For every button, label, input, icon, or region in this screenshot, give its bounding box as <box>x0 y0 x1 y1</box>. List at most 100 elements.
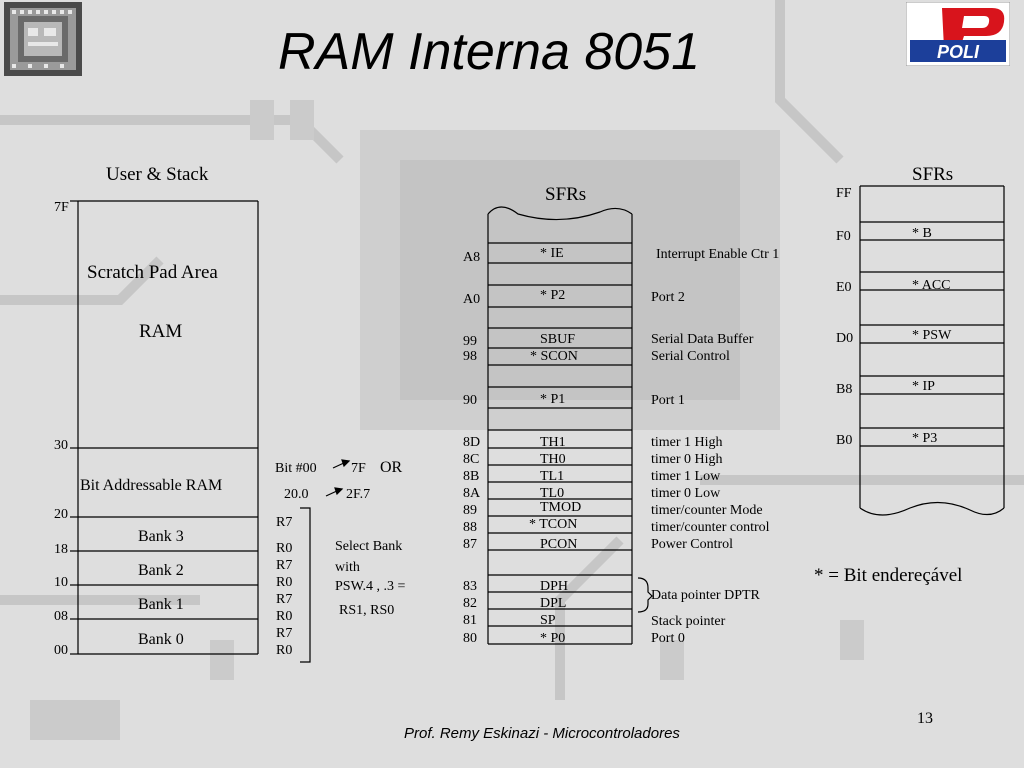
sfr-name: SBUF <box>540 332 576 347</box>
address-label: 7F <box>54 200 69 215</box>
sfr-address: A0 <box>463 292 481 307</box>
sfr-description: Interrupt Enable Ctr 1 <box>656 247 780 262</box>
address-label: 30 <box>54 438 68 453</box>
ram-label: RAM <box>139 321 183 342</box>
sfr-name: * IE <box>540 246 564 261</box>
bank-label: Bank 1 <box>138 596 184 613</box>
sfr-address: 98 <box>463 349 477 364</box>
register-label: R0 <box>276 643 293 658</box>
sfr-address: 8D <box>463 435 481 450</box>
sfr-address: 83 <box>463 579 477 594</box>
sfr-description: Port 2 <box>651 290 685 305</box>
address-label: 18 <box>54 542 68 557</box>
bit-range-end-alt: 2F.7 <box>346 487 371 502</box>
sfr-name: DPH <box>540 579 569 594</box>
page-number: 13 <box>917 710 933 727</box>
sfr-description: Port 0 <box>651 631 685 646</box>
sfr-header: SFRs <box>545 184 587 205</box>
sfr-address: 82 <box>463 596 477 611</box>
bit-addressable-label: Bit Addressable RAM <box>80 477 223 494</box>
select-bank-text: with <box>335 560 360 575</box>
sfr-name: * P2 <box>540 288 566 303</box>
sfr-description: Serial Data Buffer <box>651 332 754 347</box>
address-label: 00 <box>54 643 68 658</box>
slide-title: RAM Interna 8051 <box>278 23 701 81</box>
sfr-right-address: E0 <box>836 280 852 295</box>
sfr-description: Power Control <box>651 537 734 552</box>
sfr-right-header: SFRs <box>912 164 954 185</box>
footer-credit: Prof. Remy Eskinazi - Microcontroladores <box>404 725 680 742</box>
poli-logo: POLI <box>906 2 1010 66</box>
sfr-description: timer 1 High <box>651 435 723 450</box>
sfr-address: 81 <box>463 613 477 628</box>
sfr-description: Serial Control <box>651 349 730 364</box>
sfr-description: timer 1 Low <box>651 469 721 484</box>
sfr-right-address: FF <box>836 186 852 201</box>
sfr-right-name: * B <box>912 226 932 241</box>
sfr-right-name: * IP <box>912 379 935 394</box>
sfr-name: PCON <box>540 537 578 552</box>
sfr-address: 99 <box>463 334 477 349</box>
bit-range-start: Bit #00 <box>275 461 317 476</box>
bank-label: Bank 2 <box>138 562 184 579</box>
sfr-name: TL1 <box>540 469 565 484</box>
register-label: R0 <box>276 541 293 556</box>
sfr-right-address: B0 <box>836 433 853 448</box>
sfr-address: 87 <box>463 537 477 552</box>
or-label: OR <box>380 459 403 476</box>
sfr-description: timer/counter Mode <box>651 503 763 518</box>
sfr-right-address: B8 <box>836 382 853 397</box>
sfr-description: timer 0 High <box>651 452 723 467</box>
sfr-address: 8B <box>463 469 480 484</box>
sfr-right-address: D0 <box>836 331 854 346</box>
sfr-name: * P0 <box>540 631 566 646</box>
sfr-description: timer/counter control <box>651 520 770 535</box>
register-label: R0 <box>276 609 293 624</box>
scratch-pad-label: Scratch Pad Area <box>87 262 218 283</box>
logo-text: POLI <box>937 42 980 62</box>
sfr-right-name: * PSW <box>912 328 952 343</box>
sfr-name: DPL <box>540 596 567 611</box>
register-label: R7 <box>276 515 293 530</box>
sfr-address: 8A <box>463 486 481 501</box>
address-label: 20 <box>54 507 68 522</box>
sfr-description: timer 0 Low <box>651 486 721 501</box>
select-bank-text: RS1, RS0 <box>339 603 395 618</box>
sfr-description: Port 1 <box>651 393 685 408</box>
sfr-address: 89 <box>463 503 477 518</box>
sfr-address: 90 <box>463 393 477 408</box>
sfr-address: 88 <box>463 520 477 535</box>
address-label: 10 <box>54 575 68 590</box>
dptr-description: Data pointer DPTR <box>651 588 760 603</box>
bit-addressable-legend: * = Bit endereçável <box>814 565 963 586</box>
address-label: 08 <box>54 609 68 624</box>
select-bank-text: Select Bank <box>335 539 403 554</box>
sfr-address: 80 <box>463 631 477 646</box>
register-label: R7 <box>276 626 293 641</box>
sfr-name: TH0 <box>540 452 566 467</box>
sfr-name: TL0 <box>540 486 565 501</box>
sfr-right-name: * P3 <box>912 431 938 446</box>
register-label: R7 <box>276 592 293 607</box>
bank-label: Bank 3 <box>138 528 184 545</box>
sfr-name: * SCON <box>530 349 578 364</box>
sfr-address: A8 <box>463 250 481 265</box>
sfr-name: * TCON <box>529 517 578 532</box>
sfr-right-address: F0 <box>836 229 851 244</box>
microchip-icon <box>4 2 82 76</box>
sfr-description: Stack pointer <box>651 614 726 629</box>
sfr-name: TH1 <box>540 435 566 450</box>
sfr-name: TMOD <box>540 500 582 515</box>
sfr-name: SP <box>540 613 556 628</box>
bank-label: Bank 0 <box>138 631 184 648</box>
sfr-name: * P1 <box>540 392 566 407</box>
bit-range-end: 7F <box>351 461 366 476</box>
register-label: R7 <box>276 558 293 573</box>
sfr-address: 8C <box>463 452 480 467</box>
user-stack-header: User & Stack <box>106 164 209 185</box>
bit-range-start-alt: 20.0 <box>284 487 309 502</box>
select-bank-text: PSW.4 , .3 = <box>335 579 406 594</box>
